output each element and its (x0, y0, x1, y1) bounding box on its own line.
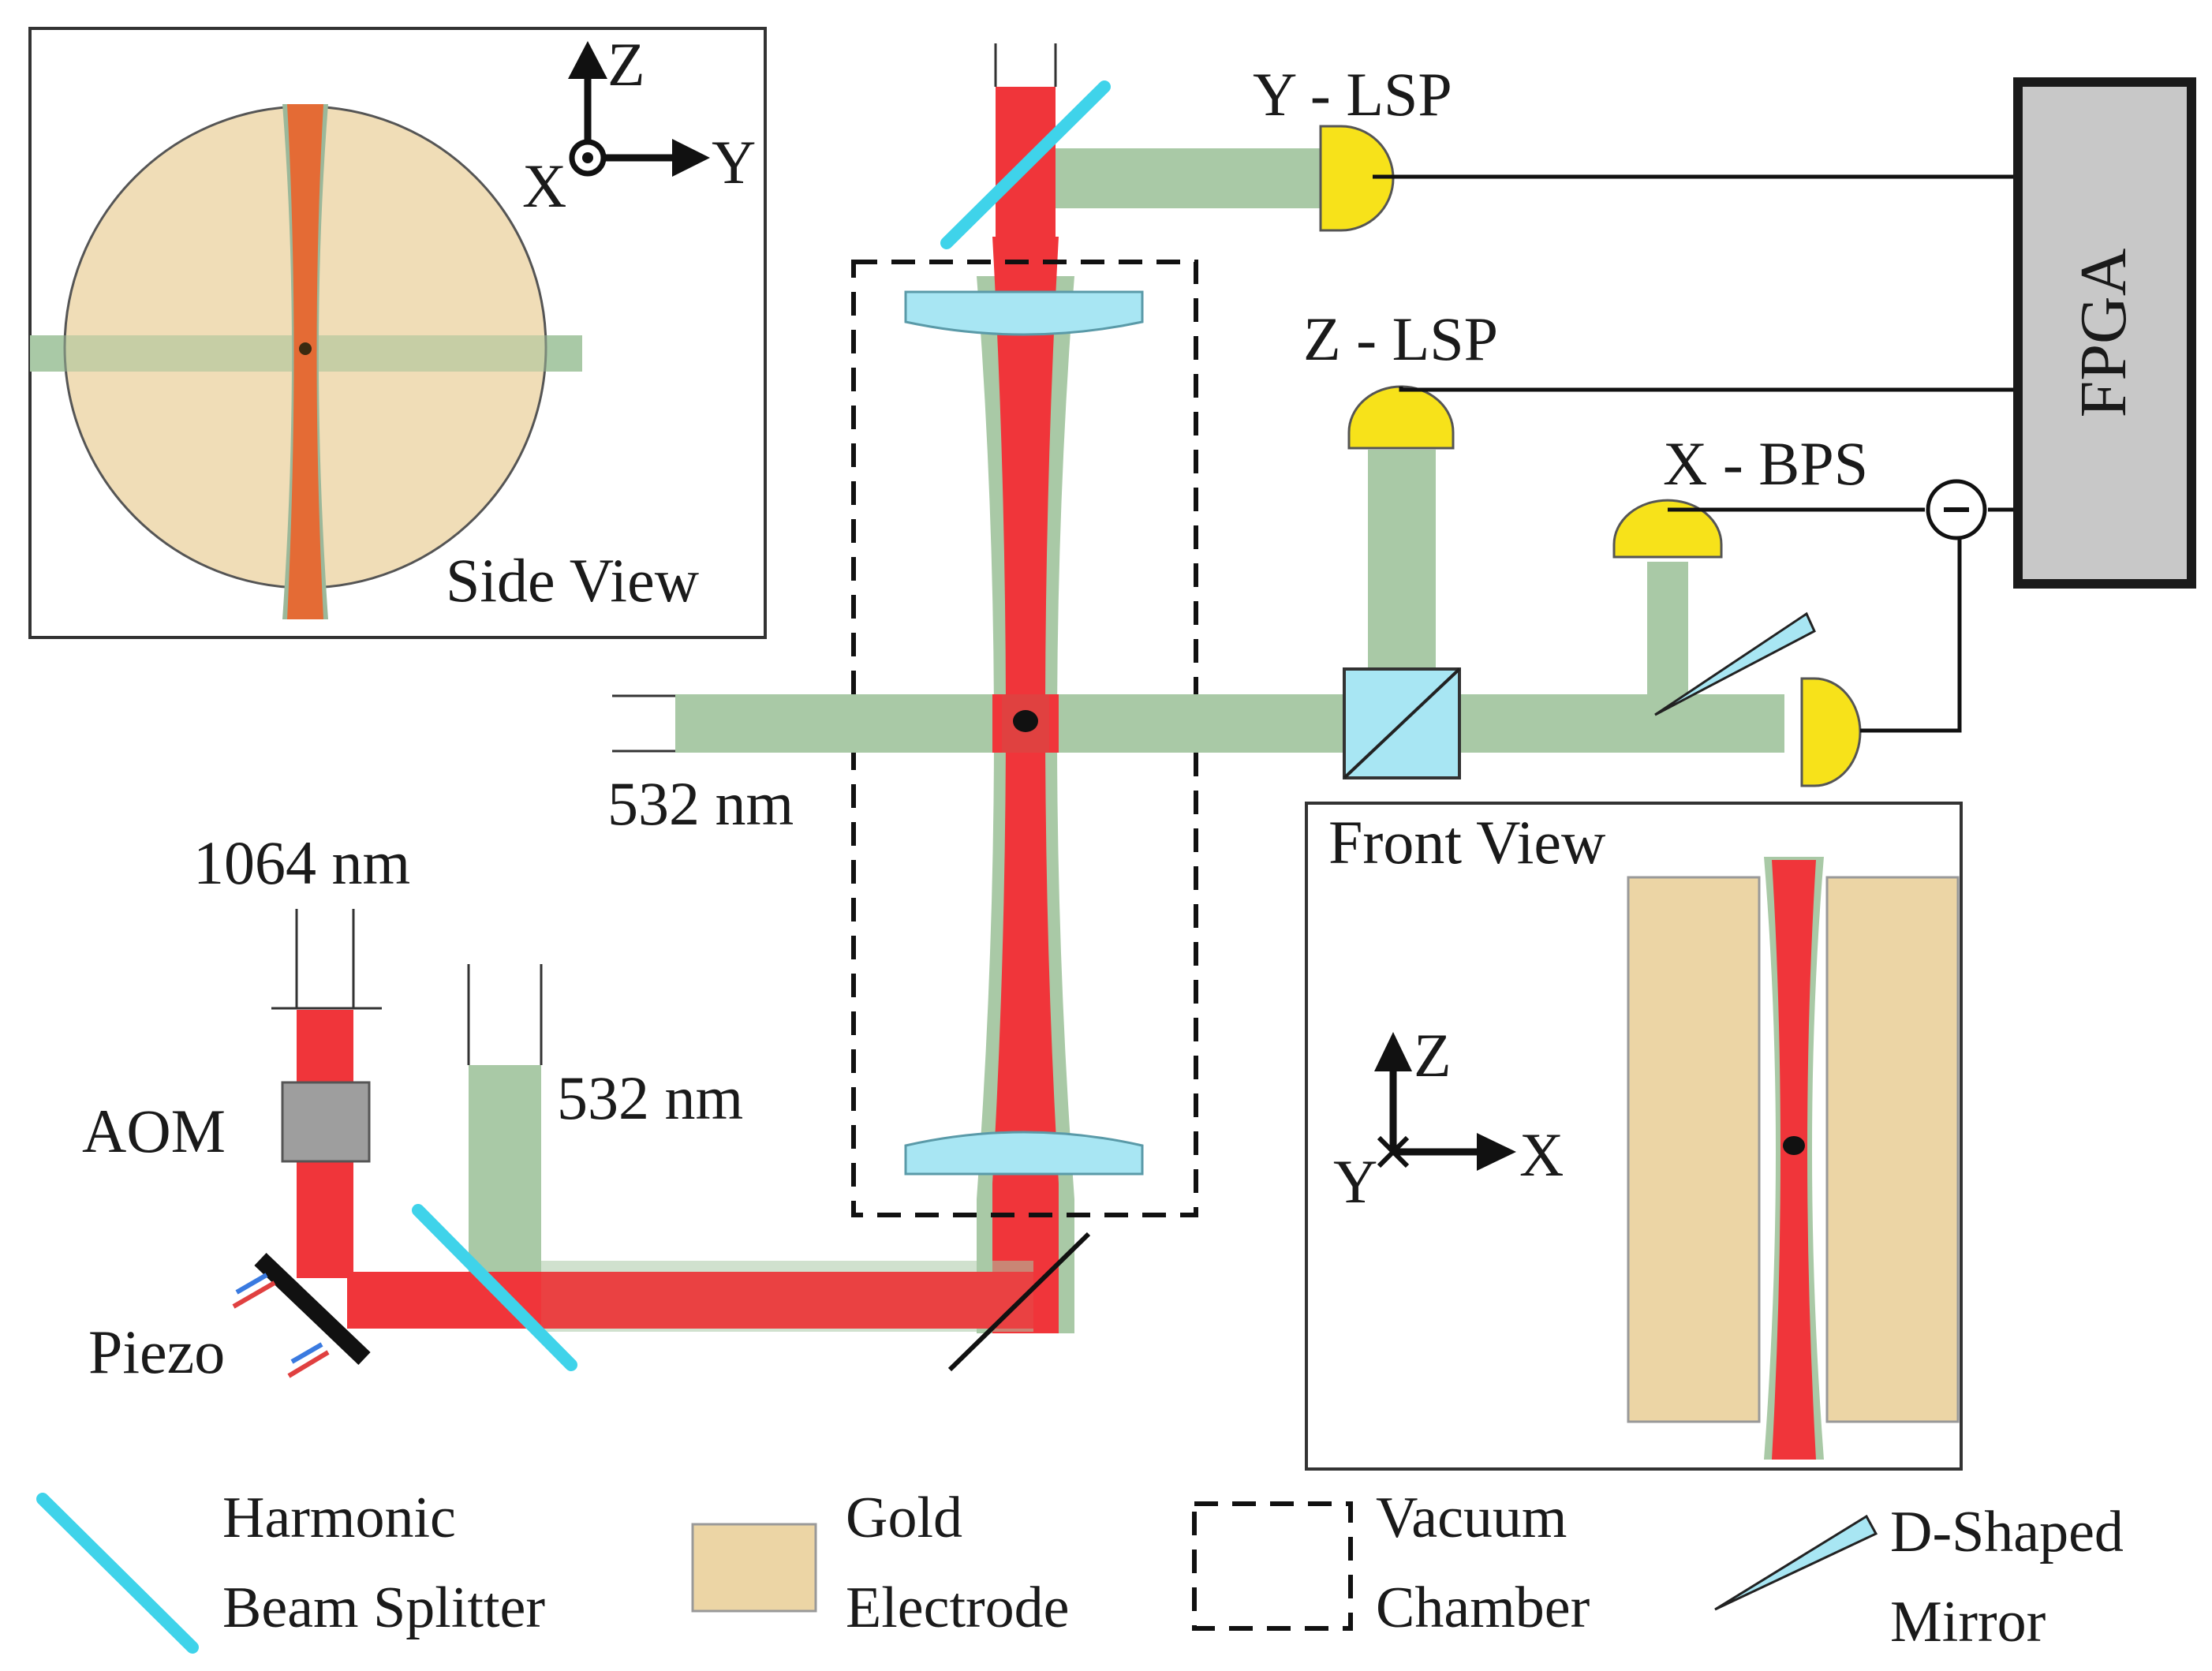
front-x-arrow (1477, 1133, 1516, 1171)
aom-box (281, 1081, 371, 1163)
legend-d-mirror-line1: D-Shaped (1890, 1500, 2124, 1564)
z-lsp-branch: Z - LSP (1303, 305, 2018, 779)
input-optics: 1064 nm AOM 532 nm Piezo (82, 828, 1091, 1386)
cube-diagonal (1343, 667, 1461, 779)
z-lsp-detector (1347, 385, 1455, 450)
front-ir-beam (1772, 860, 1816, 1460)
z-lsp-label: Z - LSP (1303, 305, 1498, 373)
x-branch-green-beam (1647, 562, 1688, 696)
piezo-lead-2a (290, 1342, 323, 1364)
piezo-lead-1a (235, 1273, 268, 1295)
cavity-lenses (904, 290, 1144, 1176)
bottom-lens (904, 1131, 1144, 1176)
x-bps-branch: X - BPS (1612, 429, 2018, 787)
front-x-label: X (1519, 1120, 1564, 1189)
x-bps-lower-detector (1800, 677, 1862, 787)
front-particle (1783, 1136, 1805, 1155)
bottom-harmonic-beam-splitter (412, 1204, 577, 1371)
side-x-axis-dot (582, 152, 593, 163)
front-y-cross-b (1377, 1135, 1410, 1168)
side-z-label: Z (607, 30, 645, 99)
front-z-label: Z (1414, 1021, 1452, 1090)
fpga-block: FPGA (2013, 77, 2196, 589)
green-532-top-label: 532 nm (607, 769, 794, 838)
front-view-inset: Z X Y Front View (1305, 802, 1963, 1471)
top-lens (904, 290, 1144, 336)
side-x-label: X (522, 151, 566, 220)
horizontal-beam-path: 532 nm (607, 694, 1784, 838)
green-532-bottom-label: 532 nm (557, 1064, 743, 1132)
ir-1064-label: 1064 nm (193, 828, 410, 897)
side-z-arrow (568, 41, 607, 79)
legend-d-mirror-line2: Mirror (1890, 1590, 2046, 1654)
side-view-ir-beam (287, 104, 323, 619)
vertical-beam-path (977, 43, 1074, 1333)
horizontal-ir-overlay (541, 1272, 1033, 1329)
fpga-label: FPGA (2067, 248, 2140, 417)
x-bps-lower-wire (1860, 536, 1962, 733)
y-lsp-label: Y - LSP (1253, 60, 1452, 129)
legend-gold-electrode-icon (691, 1523, 817, 1613)
legend-beam-splitter-line2: Beam Splitter (222, 1576, 545, 1640)
horizontal-green-beam (675, 694, 1784, 753)
piezo-lead-1b (232, 1280, 276, 1309)
side-view-axes: Z Y X (522, 30, 756, 220)
piezo-label: Piezo (88, 1318, 225, 1386)
side-view-inset: Z Y X Side View (28, 27, 767, 639)
legend-vacuum-chamber-line2: Chamber (1376, 1576, 1590, 1640)
legend-gold-electrode-line2: Electrode (846, 1576, 1070, 1640)
side-view-title: Side View (446, 546, 699, 615)
piezo-lead-2b (287, 1350, 330, 1378)
front-right-electrode (1825, 876, 1960, 1423)
side-y-label: Y (712, 128, 756, 196)
y-branch-green-beam (1056, 148, 1321, 208)
legend-beam-splitter-icon (36, 1493, 199, 1654)
front-view-title: Front View (1328, 808, 1605, 877)
front-y-label: Y (1333, 1147, 1377, 1216)
y-lsp-branch: Y - LSP (940, 60, 2018, 249)
x-bps-label: X - BPS (1663, 429, 1868, 498)
aom-label: AOM (82, 1097, 226, 1165)
legend-gold-electrode-line1: Gold (846, 1486, 962, 1550)
legend-vacuum-chamber-line1: Vacuum (1376, 1486, 1567, 1550)
turning-mirror (947, 1232, 1091, 1372)
front-view-axes: Z X Y (1333, 1021, 1564, 1216)
legend-d-mirror-icon (1714, 1514, 1878, 1611)
front-z-arrow (1374, 1032, 1412, 1071)
side-y-arrow (672, 139, 710, 177)
d-shaped-mirror (1654, 611, 1816, 716)
legend: Harmonic Beam Splitter Gold Electrode Va… (36, 1486, 2124, 1654)
legend-beam-splitter-line1: Harmonic (222, 1486, 456, 1550)
y-lsp-detector (1319, 125, 1395, 232)
fpga-box (2013, 77, 2196, 589)
legend-vacuum-chamber-icon (1192, 1501, 1353, 1631)
trapped-particle (1013, 710, 1038, 732)
side-view-particle (299, 342, 312, 355)
z-branch-green-beam (1368, 450, 1436, 669)
z-lsp-wire (1399, 387, 2018, 392)
piezo-mirror (254, 1253, 371, 1365)
cavity-ir-beam (992, 237, 1059, 1333)
top-harmonic-beam-splitter (940, 80, 1111, 249)
x-bps-upper-detector (1612, 499, 1723, 559)
green-input-beam (469, 1065, 541, 1272)
front-left-electrode (1627, 876, 1761, 1423)
